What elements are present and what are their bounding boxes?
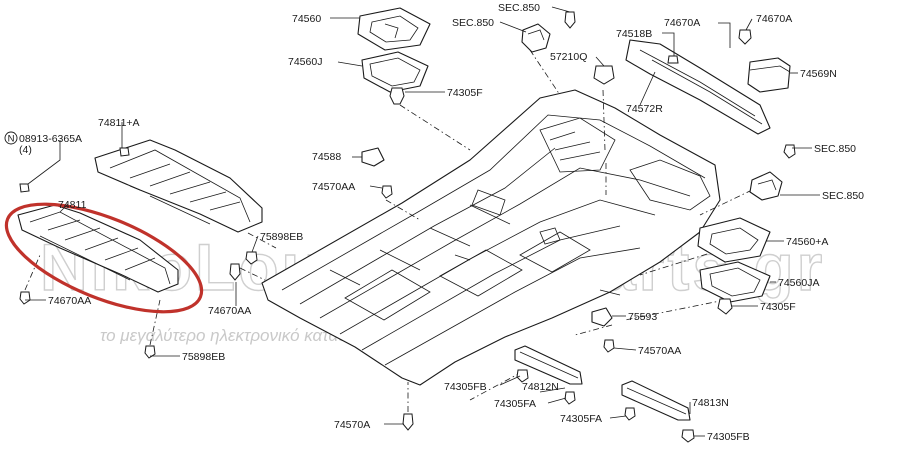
label-74305fa-b: 74305FA (560, 413, 602, 425)
seal-74560ja (699, 261, 771, 303)
label-08913-qty: (4) (19, 144, 32, 156)
svg-text:N: N (8, 134, 15, 145)
label-74305fb-b: 74305FB (707, 431, 750, 443)
label-sec850-b: SEC.850 (452, 17, 494, 29)
label-75898eb-a: 75898EB (260, 231, 303, 243)
label-74811: 74811 (58, 199, 87, 211)
sec850-bracket-top (521, 11, 576, 53)
label-74560j: 74560J (288, 56, 322, 68)
label-74305fa-a: 74305FA (494, 398, 536, 410)
label-08913-6365a: 08913-6365A (19, 133, 82, 145)
undercover-74811 (17, 204, 179, 359)
label-74670a-top1: 74670A (664, 17, 700, 29)
label-74670aa-left: 74670AA (48, 295, 91, 307)
label-74570aa-top: 74570AA (312, 181, 355, 193)
label-sec850-d: SEC.850 (822, 190, 864, 202)
label-74560ja: 74560JA (778, 277, 819, 289)
label-57210q: 57210Q (550, 51, 587, 63)
label-sec850-a: SEC.850 (498, 2, 540, 14)
label-74812n: 74812N (522, 381, 559, 393)
label-74518b: 74518B (616, 28, 652, 40)
bolt-74570a (402, 413, 414, 431)
undercover-74811plusa (94, 139, 263, 233)
leader-lines (25, 6, 820, 437)
label-75593: 75593 (628, 311, 657, 323)
bolt-74670a-top (738, 29, 752, 45)
callout-labels: 74560 SEC.850 SEC.850 74670A 74670A 7451… (19, 2, 864, 443)
label-74570a: 74570A (334, 419, 370, 431)
label-74569n: 74569N (800, 68, 837, 80)
label-74560plusa: 74560+A (786, 236, 828, 248)
n-symbol-icon: N (4, 131, 18, 145)
grommet-74560plusa (697, 217, 771, 263)
bolts-left-cluster (19, 183, 258, 281)
label-74305f-right: 74305F (760, 301, 796, 313)
seal-74560j (361, 51, 429, 93)
label-sec850-c: SEC.850 (814, 143, 856, 155)
label-74811plusa: 74811+A (98, 117, 140, 129)
label-74570aa-mid: 74570AA (638, 345, 681, 357)
label-74305f-top: 74305F (447, 87, 483, 99)
label-75898eb-b: 75898EB (182, 351, 225, 363)
label-74588: 74588 (312, 151, 341, 163)
sec850-piece-right (749, 144, 796, 201)
label-74305fb-a: 74305FB (444, 381, 487, 393)
highlight-ring (4, 202, 204, 314)
label-74670aa-mid: 74670AA (208, 305, 251, 317)
clip-74305f-top (389, 87, 405, 105)
hook-57210q (593, 65, 615, 85)
label-74813n: 74813N (692, 397, 729, 409)
strip-74813n (621, 380, 695, 443)
bracket-74588 (361, 147, 393, 199)
strip-74812n (514, 345, 583, 405)
box-74569n (747, 57, 791, 93)
grommet-74560 (357, 7, 431, 51)
clip-74305f-right (717, 298, 733, 315)
floor-pan (261, 89, 721, 386)
rail-74572r (625, 39, 771, 135)
bracket-75593 (591, 307, 615, 353)
guide-lines (24, 49, 753, 412)
label-74560: 74560 (292, 13, 321, 25)
label-74572r: 74572R (626, 103, 663, 115)
label-74670a-top2: 74670A (756, 13, 792, 25)
